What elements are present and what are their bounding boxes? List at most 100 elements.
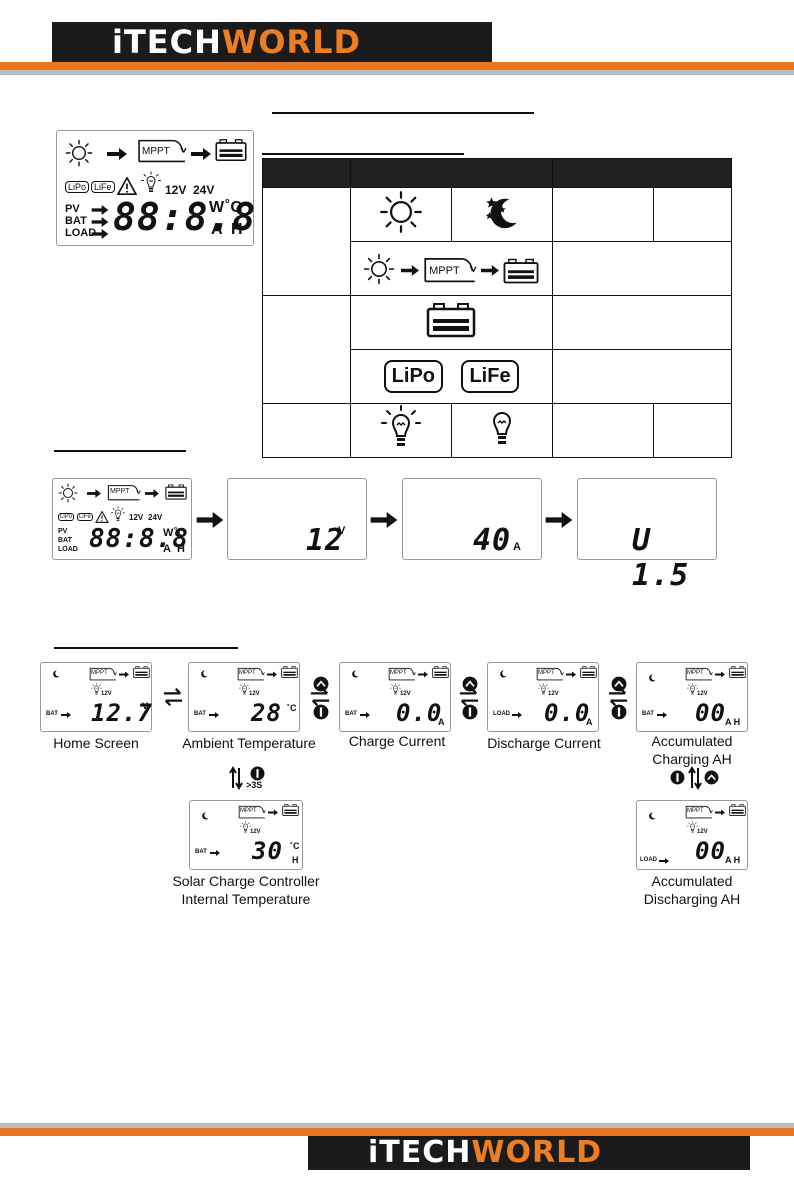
arrow-right-icon xyxy=(196,512,224,528)
internal-temperature-caption: Solar Charge Controller Internal Tempera… xyxy=(172,873,320,907)
table-cell xyxy=(551,403,655,458)
sun-icon xyxy=(363,253,395,285)
battery-icon xyxy=(503,257,539,285)
mppt-icon: MPPT xyxy=(238,804,266,819)
arrow-right-icon xyxy=(715,809,725,816)
discharge-current-caption: Discharge Current xyxy=(487,735,601,751)
battery-icon xyxy=(729,665,746,679)
battery-icon xyxy=(432,665,449,679)
ambient-temperature-lcd: MPPT 12V BAT 28 ˚C xyxy=(188,662,300,732)
sun-icon xyxy=(379,190,423,234)
battery-icon xyxy=(580,665,597,679)
lipo-badge: LiPo xyxy=(58,513,75,521)
arrow-right-icon xyxy=(210,850,220,856)
unit-w: W xyxy=(209,199,225,216)
startup-lcd-current: 40 A xyxy=(402,478,542,560)
subsection-rule-1 xyxy=(262,153,464,155)
lipo-badge: LiPo xyxy=(65,181,90,193)
life-badge: LiFe xyxy=(91,181,115,193)
load-label: LOAD xyxy=(65,227,97,239)
table-cell xyxy=(653,187,732,242)
footer-accent-stripe xyxy=(0,1128,794,1136)
battery-icon xyxy=(282,803,299,817)
arrow-right-icon xyxy=(61,712,71,718)
table-header-cell xyxy=(551,158,733,188)
section-title-rule xyxy=(272,112,534,114)
hold-duration-label: >3S xyxy=(246,780,263,790)
header-grey-stripe xyxy=(0,70,794,75)
arrow-right-icon xyxy=(267,671,277,678)
header-bar: iTECHWORLD xyxy=(52,22,492,62)
battery-icon xyxy=(215,137,247,163)
table-cell xyxy=(450,403,553,458)
12v-label: 12V xyxy=(165,183,187,197)
table-row xyxy=(262,295,733,404)
battery-icon xyxy=(165,483,187,501)
mppt-icon: MPPT xyxy=(107,483,141,501)
arrow-right-icon xyxy=(418,671,428,678)
table-cell xyxy=(551,349,733,404)
pv-label: PV xyxy=(65,203,80,215)
table-cell xyxy=(262,187,351,296)
set-button-icon xyxy=(250,766,265,781)
table-cell xyxy=(551,241,733,296)
arrow-right-icon xyxy=(119,671,129,678)
arrow-right-icon xyxy=(87,489,101,498)
table-cell xyxy=(653,403,732,458)
charging-flow-icon: MPPT xyxy=(363,249,539,289)
bulb-off-icon xyxy=(482,405,522,451)
lipo-badge: LiPo xyxy=(383,360,444,393)
icon-table: MPPT LiPo LiFe xyxy=(262,158,733,458)
mppt-icon: MPPT xyxy=(685,666,713,681)
table-cell: MPPT xyxy=(349,241,553,296)
accumulated-charging-caption: Accumulated Charging AH xyxy=(651,733,733,767)
main-lcd-display: MPPT LiPo LiFe 12V 24V PV BAT LOAD 88:8.… xyxy=(56,130,255,246)
arrow-right-icon xyxy=(370,512,398,528)
table-row xyxy=(262,187,732,296)
arrow-right-icon xyxy=(107,148,127,160)
unit-a: A xyxy=(211,221,223,238)
arrow-right-icon xyxy=(715,671,725,678)
moon-icon xyxy=(51,669,61,679)
arrow-right-icon xyxy=(401,265,419,276)
arrow-right-icon xyxy=(209,712,219,718)
warning-icon xyxy=(95,511,109,523)
battery-icon xyxy=(133,665,150,679)
internal-temperature-lcd: MPPT 12V BAT 30 ˚C H xyxy=(189,800,303,870)
moon-icon xyxy=(498,669,508,679)
warning-icon xyxy=(117,177,137,195)
startup-lcd-version: U 1.5 xyxy=(577,478,717,593)
discharge-current-lcd: MPPT 12V LOAD 0.0 A xyxy=(487,662,599,732)
life-badge: LiFe xyxy=(77,513,93,521)
mppt-icon: MPPT xyxy=(423,255,477,283)
arrow-right-icon xyxy=(566,671,576,678)
mppt-icon: MPPT xyxy=(388,666,416,681)
table-cell xyxy=(262,295,351,404)
moon-stars-icon xyxy=(481,191,523,233)
accumulated-charging-lcd: MPPT 12V BAT 00 A H xyxy=(636,662,748,732)
arrow-right-icon xyxy=(91,205,109,215)
home-screen-lcd: MPPT 12V BAT 12.7 V xyxy=(40,662,152,732)
table-row: LiPo LiFe xyxy=(263,349,733,404)
table-row: MPPT xyxy=(263,241,733,296)
table-row xyxy=(262,403,732,458)
ambient-temperature-caption: Ambient Temperature xyxy=(182,735,316,751)
charge-current-caption: Charge Current xyxy=(348,733,446,749)
battery-icon xyxy=(281,665,298,679)
bulb-icon xyxy=(111,506,125,523)
brand-logo: iTECHWORLD xyxy=(112,23,362,61)
moon-icon xyxy=(200,811,210,821)
life-badge: LiFe xyxy=(461,360,519,393)
startup-lcd-full: MPPT LiPo LiFe 12V 24V PV BAT LOAD 88:8.… xyxy=(52,478,192,560)
set-button-icon xyxy=(462,704,478,720)
arrow-right-icon xyxy=(360,712,370,718)
arrow-right-icon xyxy=(481,265,499,276)
arrow-right-icon xyxy=(268,809,278,816)
accumulated-discharging-caption: Accumulated Discharging AH xyxy=(643,873,741,907)
table-cell xyxy=(349,187,452,242)
table-header-cell xyxy=(262,158,351,188)
bulb-on-icon xyxy=(381,405,421,451)
subsection-rule-3 xyxy=(54,647,238,649)
moon-icon xyxy=(350,669,360,679)
footer-grey-stripe xyxy=(0,1123,794,1128)
